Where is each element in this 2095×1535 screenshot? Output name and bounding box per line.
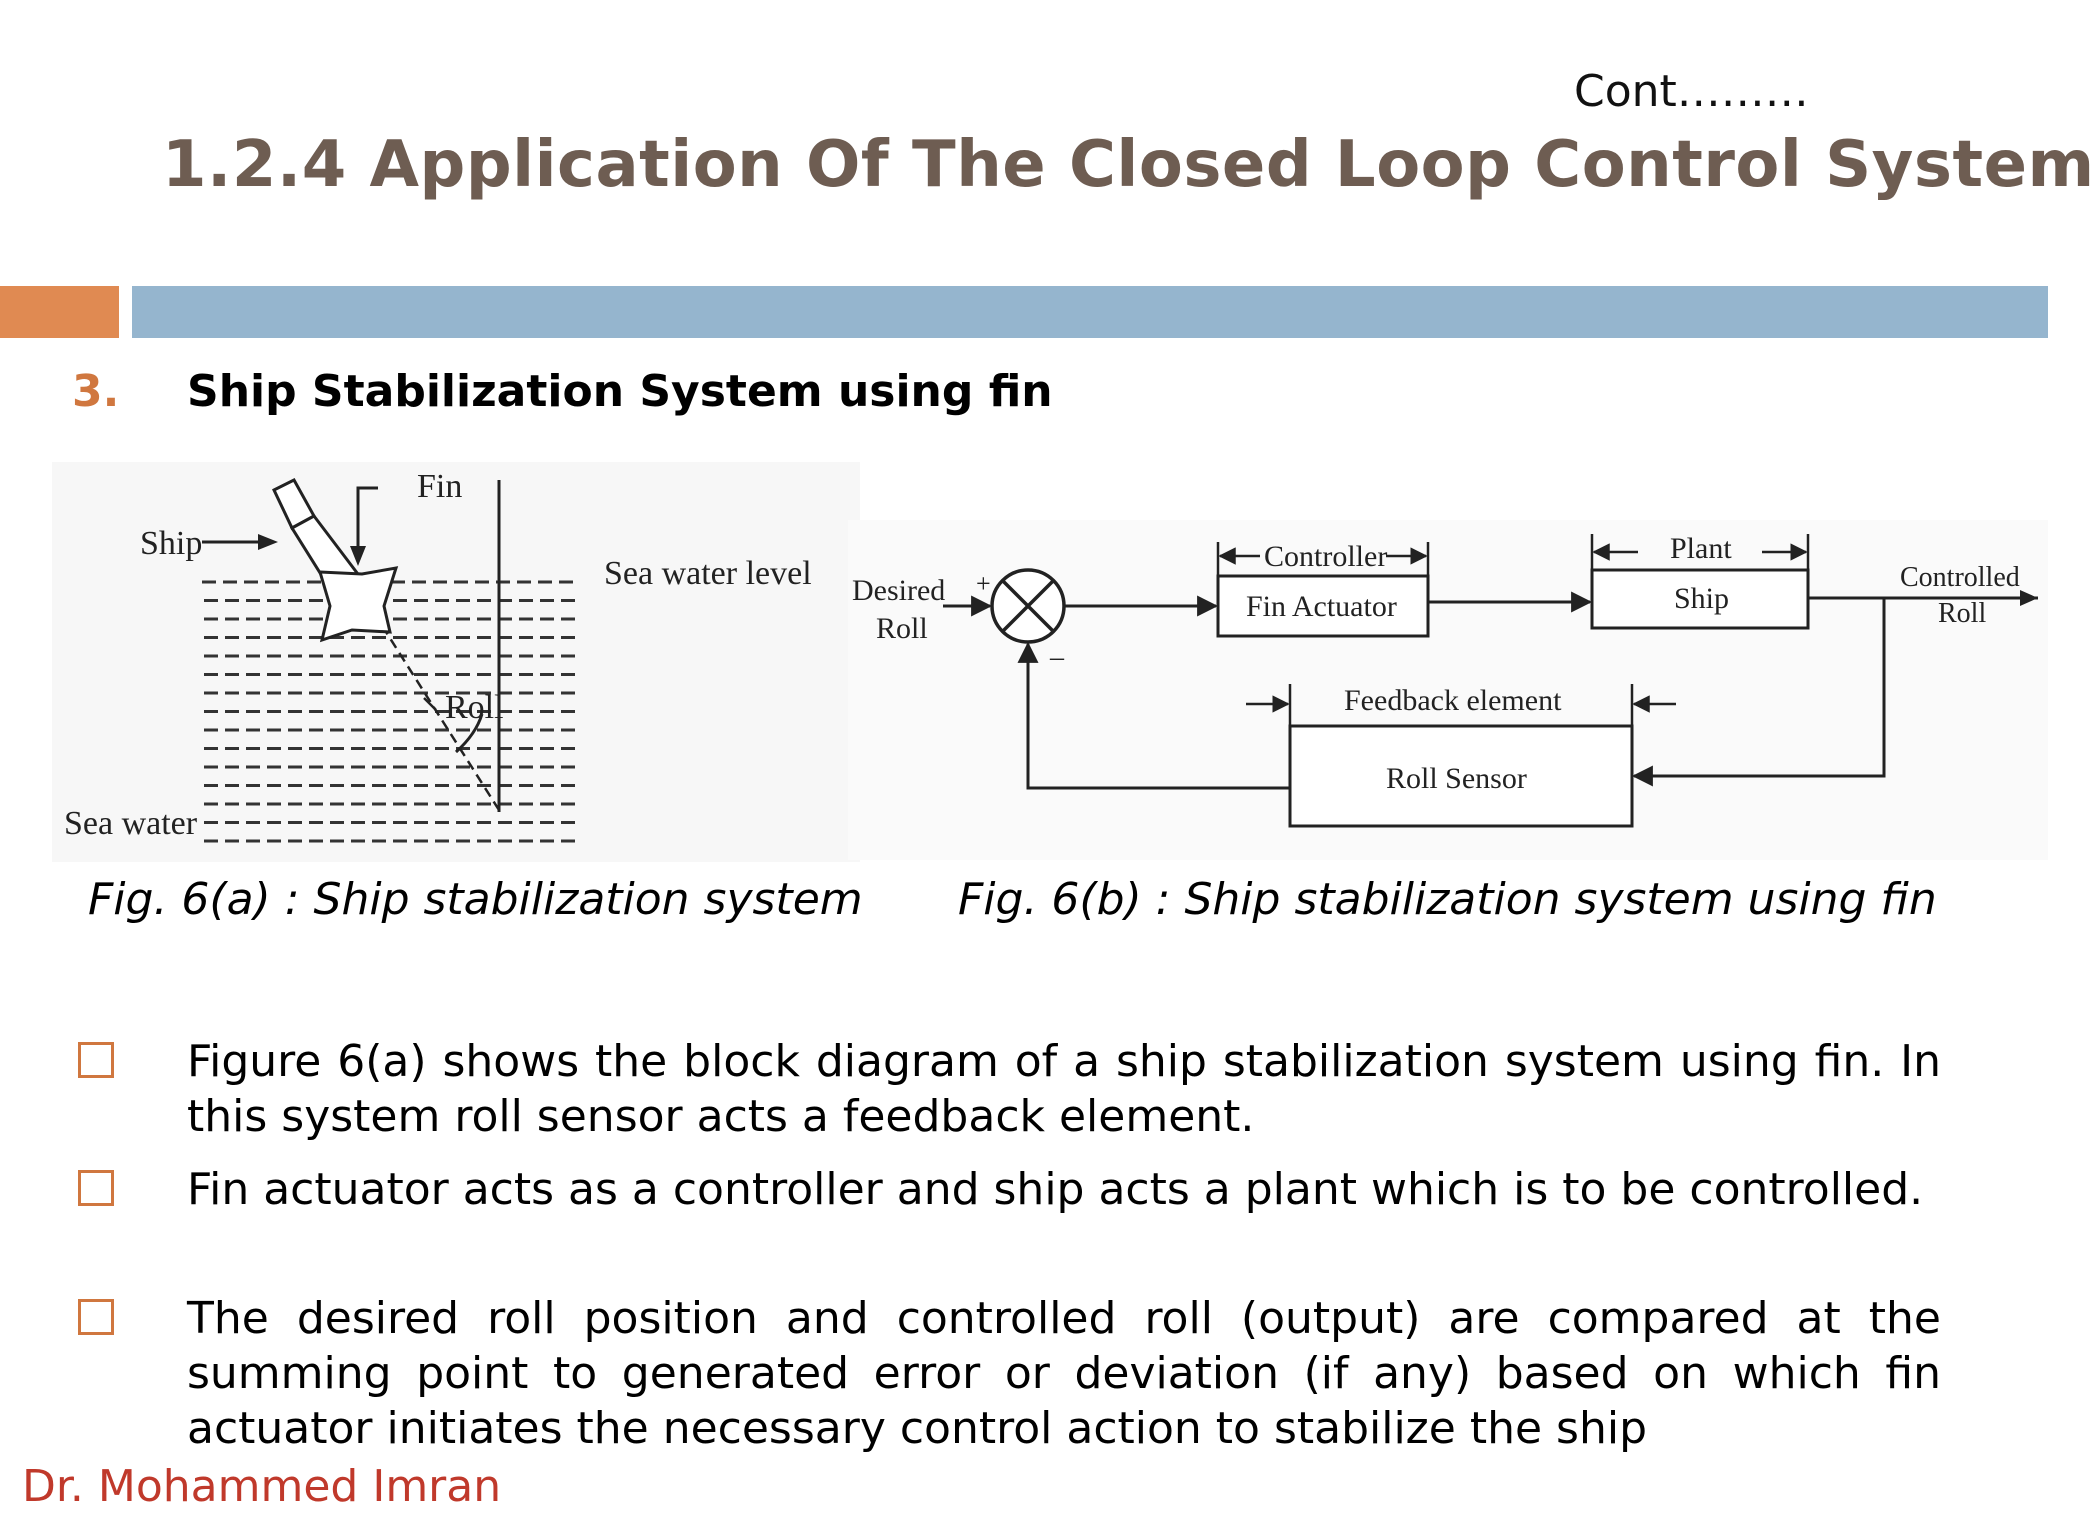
fin-leader-line bbox=[356, 486, 378, 502]
roll-tick bbox=[423, 697, 437, 711]
sea-water-label: Sea water bbox=[64, 805, 198, 842]
plant-label: Plant bbox=[1670, 532, 1732, 565]
bullet-text: Figure 6(a) shows the block diagram of a… bbox=[187, 1036, 1941, 1142]
closed-loop-block-diagram: Desired Roll + – Fin Actuator Controller… bbox=[848, 520, 2048, 860]
controlled-roll-label: Roll bbox=[1938, 598, 1986, 629]
continuation-label: Cont……… bbox=[1574, 66, 1809, 117]
author-name: Dr. Mohammed Imran bbox=[22, 1461, 502, 1512]
ship-plant-block bbox=[1590, 568, 1810, 630]
feedback-element-label: Feedback element bbox=[1344, 684, 1562, 717]
controller-label: Controller bbox=[1264, 540, 1387, 573]
plus-sign: + bbox=[976, 569, 991, 598]
minus-sign: – bbox=[1049, 642, 1065, 673]
bullet-text: Fin actuator acts as a controller and sh… bbox=[187, 1164, 1924, 1215]
accent-bar-blue bbox=[132, 286, 2048, 338]
bullet-text: The desired roll position and controlled… bbox=[187, 1293, 1941, 1454]
summing-junction bbox=[990, 568, 1066, 644]
fin-actuator-block bbox=[1216, 574, 1430, 638]
slide-title: 1.2.4 Application Of The Closed Loop Con… bbox=[162, 128, 2095, 202]
fin-label: Fin bbox=[417, 468, 462, 505]
controlled-label: Controlled bbox=[1900, 562, 2020, 593]
figure-a-background bbox=[52, 462, 860, 862]
ship-arrowhead bbox=[258, 534, 278, 550]
roll-sensor-block bbox=[1288, 724, 1634, 828]
figure-b-caption: Fig. 6(b) : Ship stabilization system us… bbox=[958, 874, 1937, 925]
bullet-box bbox=[78, 1170, 114, 1206]
desired-roll-label: Roll bbox=[876, 612, 928, 645]
bullet-box bbox=[78, 1299, 114, 1335]
roll-angle-arc bbox=[454, 713, 484, 754]
output-arrowhead bbox=[2020, 590, 2038, 606]
roll-label: Roll bbox=[445, 689, 504, 726]
desired-label: Desired bbox=[852, 574, 945, 607]
feedback-return-path bbox=[1017, 641, 1290, 790]
ship-stabilization-illustration: Fin Ship Sea water level Roll Sea water bbox=[52, 462, 860, 862]
roll-sensor-label: Roll Sensor bbox=[1386, 762, 1527, 795]
ship-hull bbox=[272, 478, 399, 643]
feedback-path-top bbox=[1631, 598, 1886, 787]
bullet-box bbox=[78, 1042, 114, 1078]
section-number: 3. bbox=[72, 366, 120, 417]
figure-a-caption: Fig. 6(a) : Ship stabilization system bbox=[88, 874, 863, 925]
fin-arrowhead bbox=[350, 546, 366, 566]
fin-actuator-label: Fin Actuator bbox=[1246, 590, 1397, 623]
accent-bar-orange bbox=[0, 286, 119, 338]
ship-block-label: Ship bbox=[1674, 582, 1729, 615]
section-title: Ship Stabilization System using fin bbox=[187, 366, 1053, 417]
ship-label: Ship bbox=[140, 525, 202, 562]
sea-water-level-label: Sea water level bbox=[604, 555, 812, 592]
